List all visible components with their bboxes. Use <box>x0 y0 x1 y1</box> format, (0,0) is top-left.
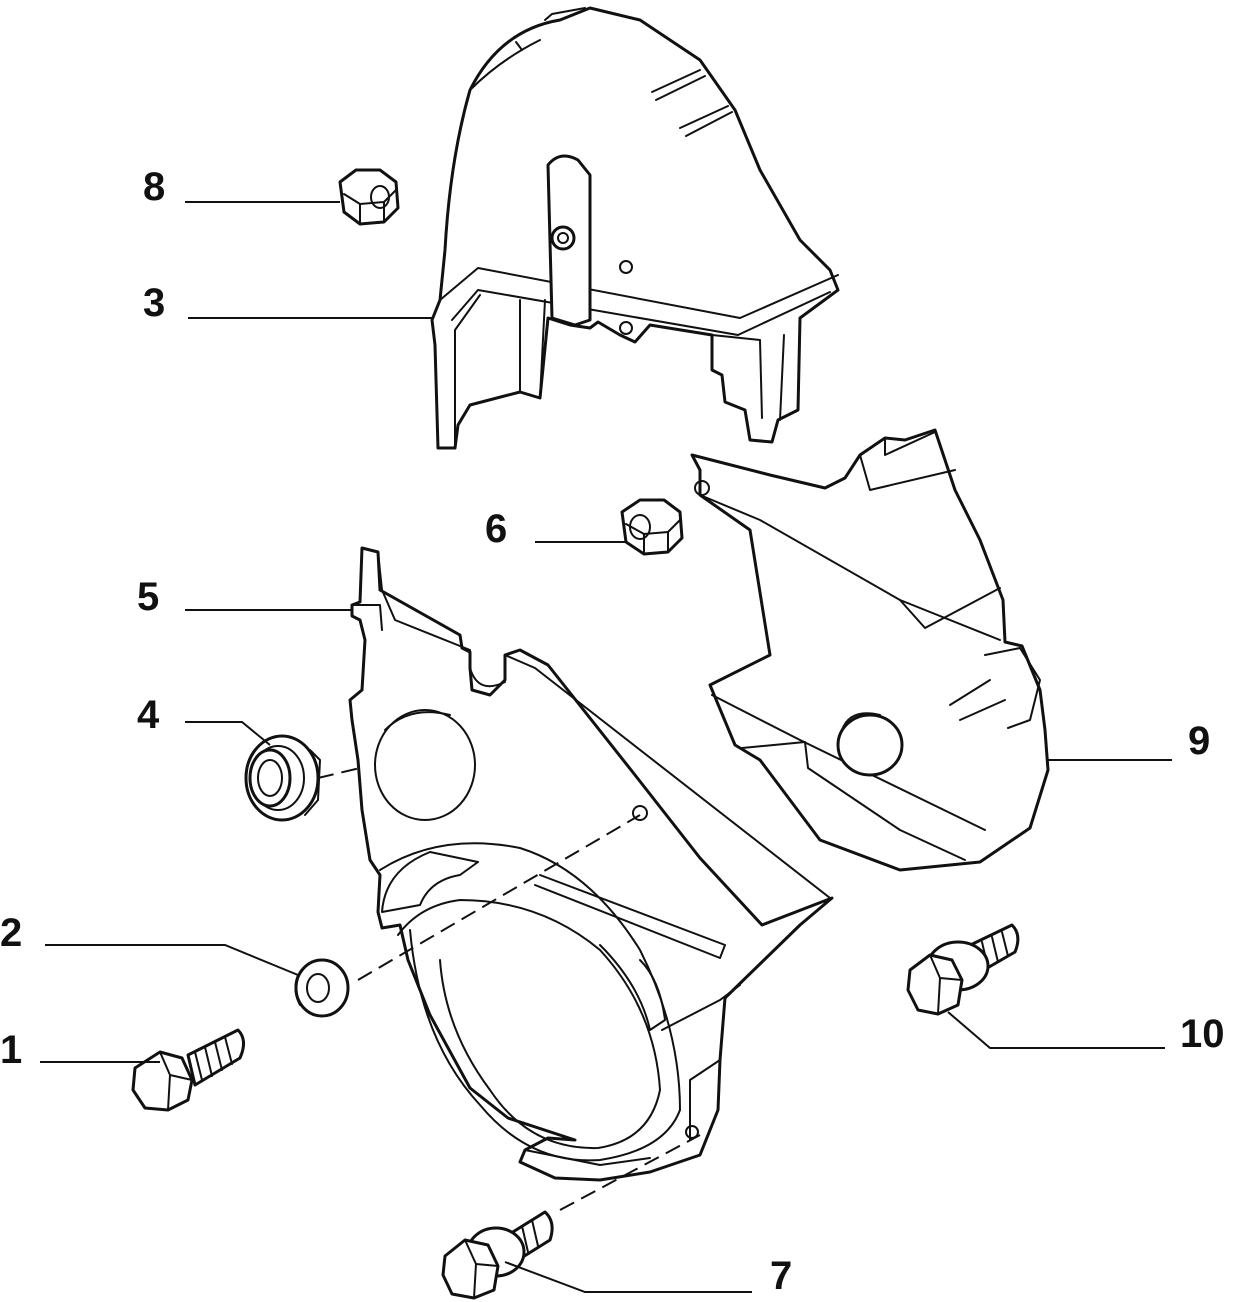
callout-6: 6 <box>485 507 507 551</box>
callout-10: 10 <box>1180 1012 1225 1056</box>
callout-4: 4 <box>137 693 160 737</box>
assembly-axis-washer <box>357 814 641 981</box>
nut-middle <box>620 498 684 556</box>
bolt-hex <box>131 1028 245 1112</box>
nut-upper <box>338 168 400 226</box>
lower-timing-cover <box>348 546 834 1182</box>
callout-9: 9 <box>1188 719 1210 763</box>
flange-bolt-right <box>906 923 1020 1016</box>
callout-3: 3 <box>143 281 165 325</box>
callout-1: 1 <box>0 1028 22 1072</box>
leader-2 <box>45 944 299 976</box>
callout-5: 5 <box>137 575 159 619</box>
callout-2: 2 <box>0 911 22 955</box>
right-timing-cover <box>690 428 1050 872</box>
callout-7: 7 <box>770 1254 792 1298</box>
grommet <box>244 734 321 822</box>
callout-8: 8 <box>143 165 165 209</box>
leader-10 <box>947 1011 1165 1049</box>
leader-4 <box>185 721 271 746</box>
leader-7 <box>504 1261 752 1293</box>
upper-timing-cover <box>430 6 840 450</box>
assembly-axis-grommet <box>317 767 361 779</box>
flange-bolt-bottom <box>441 1210 554 1300</box>
assembly-axis-bottom-bolt <box>559 1134 701 1211</box>
washer <box>294 958 350 1018</box>
